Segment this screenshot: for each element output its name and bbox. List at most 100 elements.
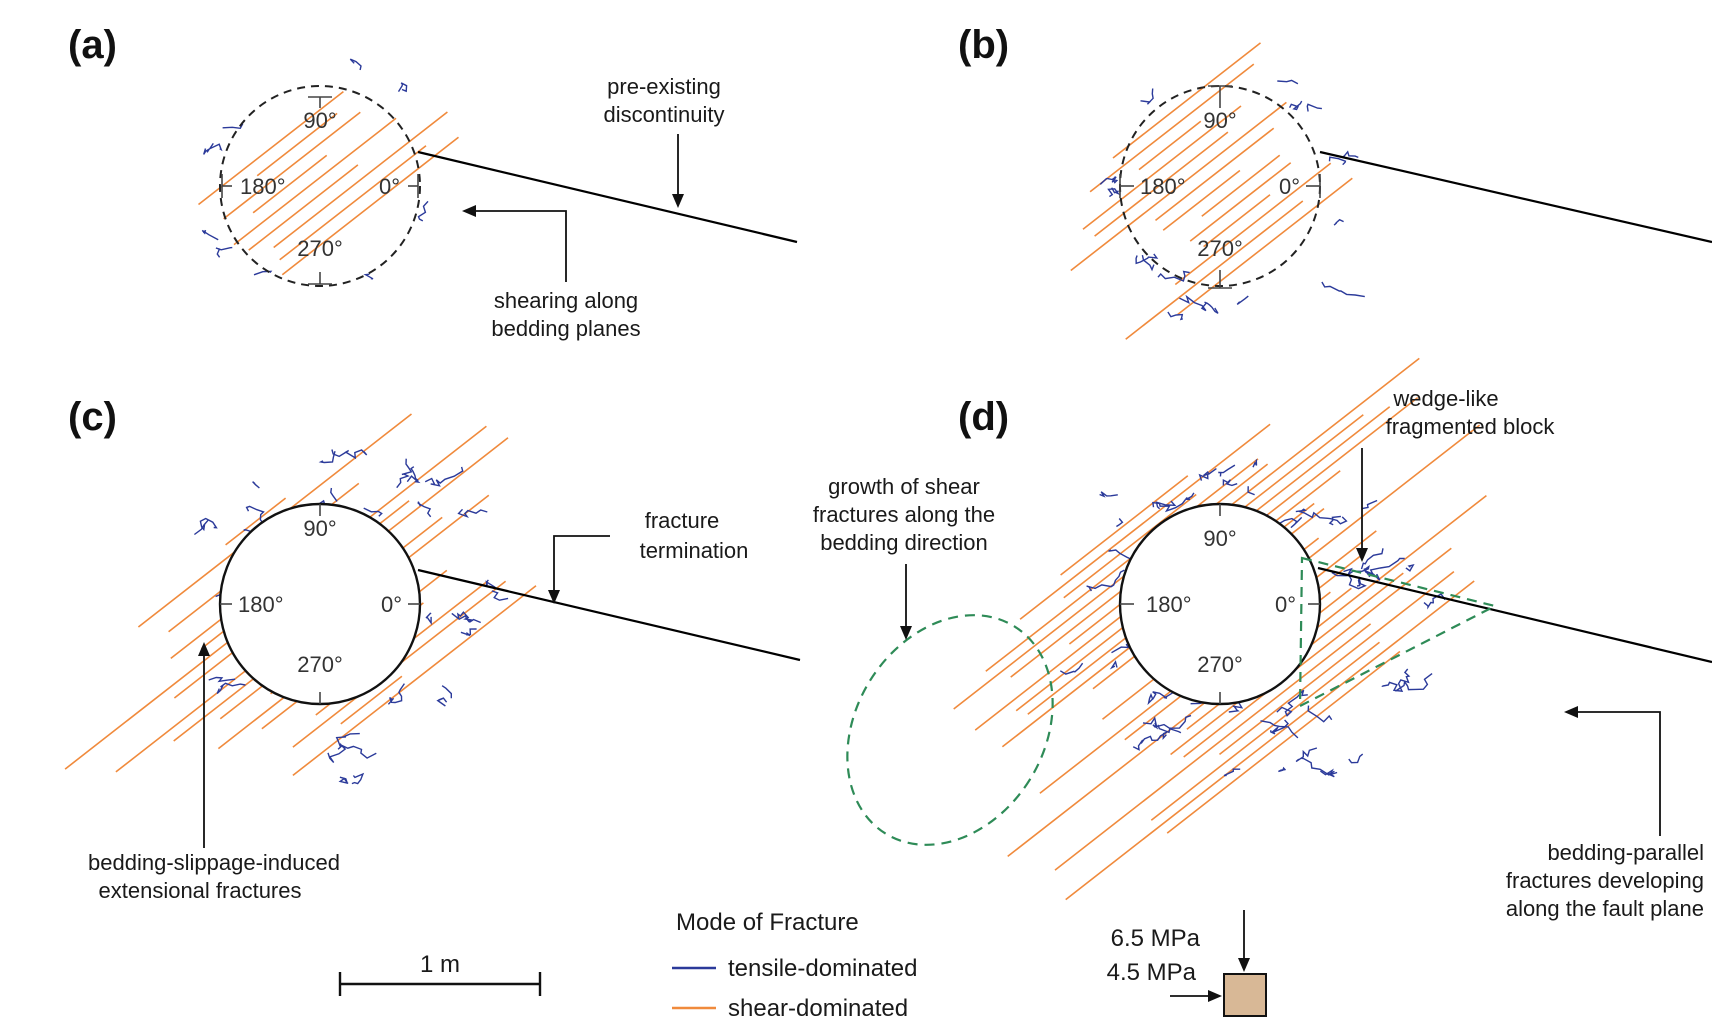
shear-fracture bbox=[1166, 650, 1401, 834]
tensile-fracture bbox=[1116, 518, 1124, 528]
tensile-fracture bbox=[216, 682, 246, 695]
tensile-fracture bbox=[485, 579, 496, 588]
tensile-fracture bbox=[1295, 747, 1318, 763]
panel-d-note-parallel-1: bedding-parallel bbox=[1547, 840, 1704, 865]
tensile-fracture bbox=[1381, 668, 1411, 693]
tensile-fracture bbox=[331, 449, 368, 460]
panel-a-fault-line bbox=[417, 150, 798, 244]
tensile-fracture bbox=[1278, 766, 1287, 773]
tensile-fracture bbox=[1405, 563, 1415, 572]
panel-a-angle-ticks bbox=[221, 96, 419, 285]
shear-fracture bbox=[248, 164, 359, 251]
tensile-fracture bbox=[417, 200, 429, 222]
stress-block bbox=[1223, 973, 1267, 1017]
tensile-fracture bbox=[207, 143, 223, 152]
tensile-fracture bbox=[1099, 491, 1118, 498]
tensile-fracture bbox=[363, 273, 374, 280]
tensile-fracture bbox=[1059, 662, 1084, 675]
tensile-fracture bbox=[1328, 515, 1341, 526]
panel-c-arrow-extensional bbox=[198, 642, 210, 848]
tensile-fracture bbox=[1348, 753, 1364, 764]
tensile-fracture bbox=[1086, 569, 1125, 592]
panel-d-wedge-block bbox=[1298, 556, 1499, 708]
tensile-fracture bbox=[1107, 188, 1121, 198]
panel-c-angle-270: 270° bbox=[297, 652, 343, 677]
shear-fracture bbox=[1201, 154, 1281, 217]
panel-d-note-wedge-1: wedge-like bbox=[1392, 386, 1498, 411]
tensile-fracture bbox=[406, 466, 421, 484]
tensile-fracture bbox=[397, 82, 408, 93]
panel-c-note-extensional-2: extensional fractures bbox=[99, 878, 302, 903]
tensile-fracture bbox=[1204, 301, 1219, 314]
panel-d-note-parallel-2: fractures developing bbox=[1506, 868, 1704, 893]
panel-a-fractures bbox=[198, 58, 459, 280]
legend-title: Mode of Fracture bbox=[676, 909, 859, 936]
panel-c-angle-180: 180° bbox=[238, 592, 284, 617]
panel-c-fault-line bbox=[417, 568, 801, 662]
panel-letter-a: (a) bbox=[68, 23, 117, 67]
shear-fracture bbox=[1203, 194, 1271, 248]
panel-b-angle-0: 0° bbox=[1279, 174, 1300, 199]
panel-d-arrow-growth bbox=[900, 564, 912, 640]
tensile-fracture bbox=[1301, 757, 1335, 776]
panel-d-arrow-bedding-parallel bbox=[1564, 706, 1661, 836]
panel-b-angle-90: 90° bbox=[1203, 108, 1236, 133]
shear-fracture bbox=[1065, 580, 1475, 901]
panel-c-note-termination-1: fracture bbox=[645, 508, 720, 533]
panel-d-angle-0: 0° bbox=[1275, 592, 1296, 617]
panel-a-note-shearing-1: shearing along bbox=[494, 288, 638, 313]
panel-a-angle-90: 90° bbox=[303, 108, 336, 133]
panel-d: (d) 90° 180° 0° 270° wedge-like fragment… bbox=[813, 357, 1712, 921]
tensile-fracture bbox=[1360, 548, 1384, 570]
shear-fracture bbox=[1112, 42, 1261, 159]
panel-a: (a) 90° 180° 0° 270° pre-existing discon… bbox=[68, 23, 798, 341]
panel-d-note-parallel-3: along the fault plane bbox=[1506, 896, 1704, 921]
tensile-fracture bbox=[1306, 103, 1322, 112]
tensile-fracture bbox=[1099, 176, 1119, 185]
tensile-fracture bbox=[1260, 720, 1299, 739]
shear-fracture bbox=[1082, 105, 1242, 230]
panel-a-arrow-discontinuity bbox=[672, 134, 684, 208]
panel-d-note-growth-2: fractures along the bbox=[813, 502, 995, 527]
tensile-fracture bbox=[396, 458, 413, 489]
tensile-fracture bbox=[456, 611, 473, 623]
tensile-fracture bbox=[1179, 294, 1207, 312]
panel-d-fault-line bbox=[1317, 566, 1712, 664]
panel-c-angle-0: 0° bbox=[381, 592, 402, 617]
tensile-fracture bbox=[1157, 714, 1192, 734]
tensile-fracture bbox=[491, 590, 509, 601]
scale-bar-label: 1 m bbox=[420, 951, 460, 978]
panel-letter-c: (c) bbox=[68, 395, 117, 439]
shear-fracture bbox=[252, 154, 328, 214]
shear-fracture bbox=[1162, 169, 1241, 231]
tensile-fracture bbox=[318, 451, 336, 464]
tensile-fracture bbox=[436, 697, 448, 707]
panel-c-angle-ticks bbox=[220, 504, 420, 704]
scale-bar: 1 m bbox=[338, 951, 542, 996]
tensile-fracture bbox=[1142, 716, 1182, 734]
shear-fracture bbox=[1138, 120, 1202, 171]
tensile-fracture bbox=[208, 676, 236, 683]
panel-b-fault-line bbox=[1319, 150, 1712, 244]
panel-c-arrow-termination bbox=[548, 535, 610, 604]
tensile-fracture bbox=[363, 507, 383, 517]
shear-fracture bbox=[1060, 475, 1189, 576]
tensile-fracture bbox=[1222, 478, 1238, 487]
tensile-fracture bbox=[203, 148, 210, 155]
tensile-fracture bbox=[327, 744, 377, 763]
tensile-fracture bbox=[1152, 492, 1195, 513]
tensile-fracture bbox=[1198, 468, 1217, 481]
panel-b-angle-180: 180° bbox=[1140, 174, 1186, 199]
shear-fracture bbox=[1094, 131, 1229, 237]
stress-vertical-label: 6.5 MPa bbox=[1111, 925, 1201, 952]
shear-fracture bbox=[985, 458, 1259, 672]
panel-a-borehole bbox=[219, 85, 421, 287]
tensile-fracture bbox=[1288, 100, 1303, 111]
stress-horizontal-label: 4.5 MPa bbox=[1107, 959, 1197, 986]
tensile-fracture bbox=[215, 246, 233, 258]
panel-b-angle-ticks bbox=[1119, 85, 1321, 289]
shear-fracture bbox=[233, 117, 397, 246]
tensile-fracture bbox=[1307, 705, 1333, 723]
tensile-fracture bbox=[1157, 270, 1190, 282]
panel-d-angle-180: 180° bbox=[1146, 592, 1192, 617]
